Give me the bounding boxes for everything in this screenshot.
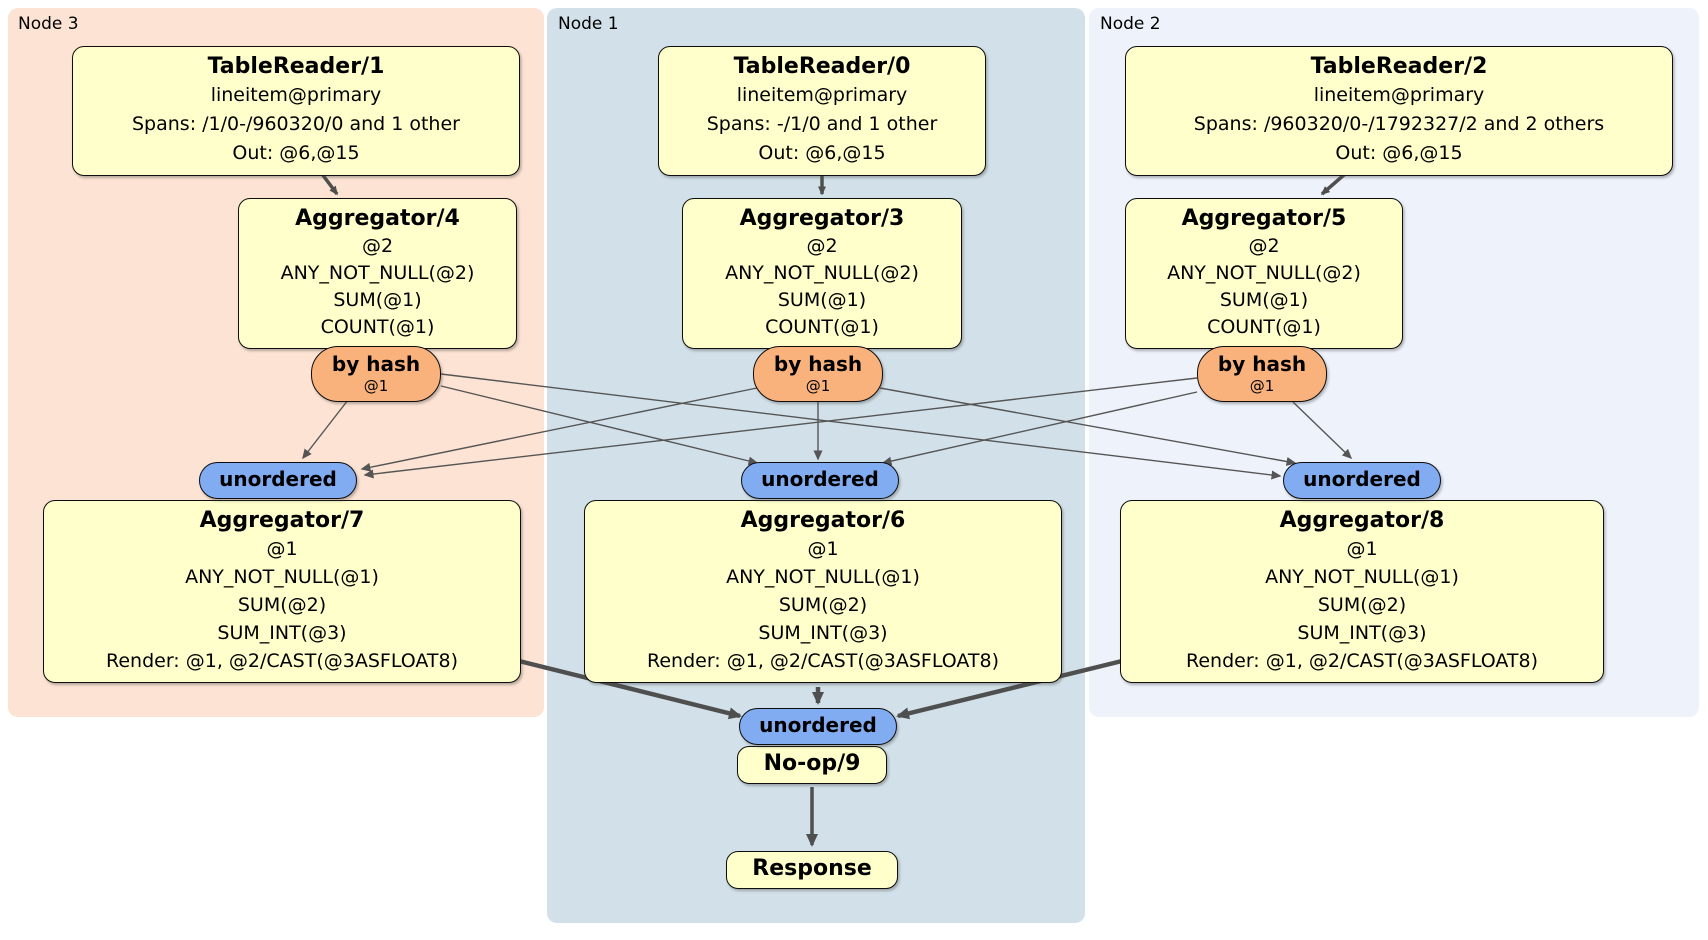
box-title: TableReader/1	[207, 54, 385, 79]
noop-box: No-op/9	[737, 746, 887, 784]
aggregator-box: Aggregator/4 @2 ANY_NOT_NULL(@2) SUM(@1)…	[238, 198, 517, 349]
unordered-sync: unordered	[741, 462, 899, 499]
unordered-sync: unordered	[199, 462, 357, 499]
box-line: SUM(@2)	[237, 594, 327, 616]
box-title: Response	[752, 856, 872, 881]
final-aggregator-box: Aggregator/7 @1 ANY_NOT_NULL(@1) SUM(@2)…	[43, 500, 521, 683]
router-label: by hash	[773, 352, 863, 376]
box-line: COUNT(@1)	[320, 316, 435, 338]
aggregator-box: Aggregator/3 @2 ANY_NOT_NULL(@2) SUM(@1)…	[682, 198, 962, 349]
box-title: Aggregator/7	[199, 508, 365, 533]
final-aggregator-box: Aggregator/8 @1 ANY_NOT_NULL(@1) SUM(@2)…	[1120, 500, 1604, 683]
router-label: by hash	[1217, 352, 1307, 376]
box-line: @2	[361, 235, 394, 257]
box-line: lineitem@primary	[210, 84, 382, 106]
box-line: SUM(@2)	[1317, 594, 1407, 616]
box-line: SUM(@1)	[333, 289, 422, 311]
box-line: ANY_NOT_NULL(@2)	[1167, 262, 1361, 284]
box-line: SUM(@1)	[777, 289, 867, 311]
final-unordered-sync: unordered	[739, 708, 897, 745]
tablereader-box: TableReader/0 lineitem@primary Spans: -/…	[658, 46, 986, 176]
box-line: @1	[1346, 538, 1378, 560]
box-line: Render: @1, @2/CAST(@3ASFLOAT8)	[1186, 650, 1538, 672]
box-line: ANY_NOT_NULL(@2)	[725, 262, 919, 284]
router-key: @1	[1249, 377, 1275, 395]
router-key: @1	[363, 377, 389, 395]
box-line: Out: @6,@15	[1335, 142, 1463, 164]
node2-label: Node 2	[1100, 14, 1161, 34]
box-line: ANY_NOT_NULL(@2)	[280, 262, 475, 284]
router-key: @1	[805, 377, 831, 395]
hash-router: by hash @1	[1197, 346, 1327, 402]
box-line: lineitem@primary	[1313, 84, 1485, 106]
box-line: @2	[806, 235, 838, 257]
box-title: Aggregator/6	[740, 508, 906, 533]
box-title: Aggregator/5	[1181, 206, 1347, 231]
box-line: lineitem@primary	[736, 84, 908, 106]
box-line: SUM_INT(@3)	[1297, 622, 1427, 644]
box-line: @2	[1248, 235, 1280, 257]
tablereader-box: TableReader/1 lineitem@primary Spans: /1…	[72, 46, 520, 176]
box-line: SUM_INT(@3)	[758, 622, 888, 644]
box-line: Out: @6,@15	[232, 142, 360, 164]
box-line: @1	[807, 538, 839, 560]
hash-router: by hash @1	[753, 346, 883, 402]
box-line: Spans: -/1/0 and 1 other	[706, 113, 938, 135]
box-title: TableReader/0	[733, 54, 911, 79]
box-line: @1	[266, 538, 298, 560]
box-line: Spans: /1/0-/960320/0 and 1 other	[132, 113, 460, 135]
box-line: COUNT(@1)	[765, 316, 879, 338]
hash-router: by hash @1	[311, 346, 441, 402]
box-line: SUM(@1)	[1219, 289, 1309, 311]
box-line: Render: @1, @2/CAST(@3ASFLOAT8)	[647, 650, 999, 672]
box-line: Spans: /960320/0-/1792327/2 and 2 others	[1193, 113, 1605, 135]
box-line: Render: @1, @2/CAST(@3ASFLOAT8)	[106, 650, 458, 672]
unordered-sync: unordered	[1283, 462, 1441, 499]
box-line: Out: @6,@15	[758, 142, 886, 164]
box-line: ANY_NOT_NULL(@1)	[726, 566, 920, 588]
tablereader-box: TableReader/2 lineitem@primary Spans: /9…	[1125, 46, 1673, 176]
aggregator-box: Aggregator/5 @2 ANY_NOT_NULL(@2) SUM(@1)…	[1125, 198, 1403, 349]
box-line: SUM(@2)	[778, 594, 868, 616]
box-title: Aggregator/3	[739, 206, 905, 231]
box-title: TableReader/2	[1310, 54, 1488, 79]
node3-label: Node 3	[18, 14, 79, 34]
router-label: by hash	[331, 352, 421, 376]
box-title: Aggregator/4	[295, 206, 460, 231]
box-title: No-op/9	[763, 751, 861, 776]
box-line: ANY_NOT_NULL(@1)	[185, 566, 379, 588]
box-line: ANY_NOT_NULL(@1)	[1265, 566, 1459, 588]
box-line: COUNT(@1)	[1207, 316, 1321, 338]
box-title: Aggregator/8	[1279, 508, 1445, 533]
node1-label: Node 1	[558, 14, 619, 34]
final-aggregator-box: Aggregator/6 @1 ANY_NOT_NULL(@1) SUM(@2)…	[584, 500, 1062, 683]
response-box: Response	[726, 851, 898, 889]
box-line: SUM_INT(@3)	[217, 622, 347, 644]
